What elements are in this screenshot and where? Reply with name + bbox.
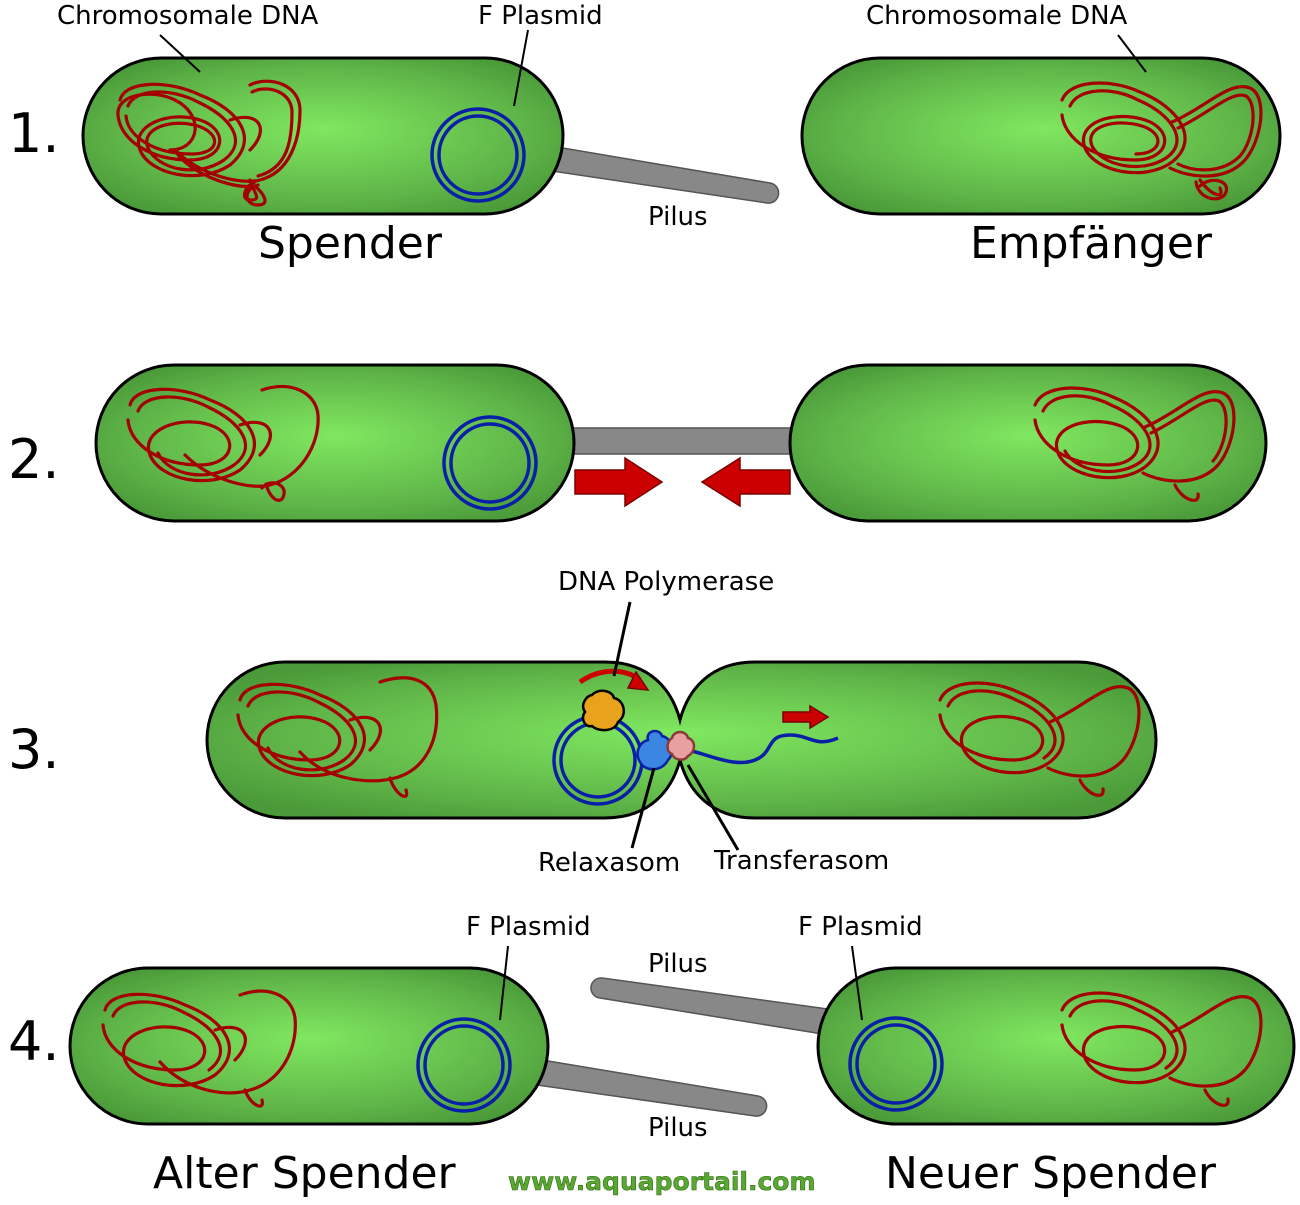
- label-f-plasmid-old-donor: F Plasmid: [466, 912, 591, 942]
- conjugating-cells-row3: [205, 660, 1158, 820]
- chromosomal-dna-donor-row1: [116, 79, 302, 207]
- row-1: 1.: [8, 1, 1282, 269]
- chromosomal-dna-donor-row2: [126, 384, 320, 502]
- leader-chrom-dna-left: [159, 34, 201, 73]
- dna-polymerase-enzyme: [581, 689, 626, 732]
- row-4: 4.: [8, 912, 1296, 1199]
- label-pilus-bottom-row4: Pilus: [648, 1113, 708, 1143]
- f-plasmid-donor-row1: [430, 107, 526, 203]
- label-f-plasmid-row1: F Plasmid: [478, 1, 603, 31]
- relaxasome-enzyme: [636, 729, 674, 771]
- transferasome-enzyme: [666, 730, 696, 761]
- row-number-1: 1.: [8, 102, 60, 165]
- chromosomal-dna-old-donor-row4: [101, 989, 297, 1108]
- row-3: 3.: [8, 567, 1158, 878]
- pilus-row2: [559, 427, 811, 455]
- leader-f-plasmid: [513, 29, 529, 107]
- chromosomal-dna-recipient-row1: [1060, 81, 1263, 201]
- label-dna-polymerase: DNA Polymerase: [558, 567, 774, 597]
- pilus-row1: [544, 144, 780, 204]
- chromosomal-dna-new-donor-row4: [1060, 991, 1263, 1107]
- label-new-donor: Neuer Spender: [885, 1148, 1217, 1199]
- label-pilus-top-row4: Pilus: [648, 949, 708, 979]
- leader-f-plasmid-old-donor: [499, 945, 509, 1021]
- leader-relaxasome: [630, 767, 656, 849]
- label-relaxasome: Relaxasom: [538, 848, 680, 878]
- label-recipient: Empfänger: [970, 218, 1213, 269]
- cell-body: [800, 56, 1282, 216]
- label-old-donor: Alter Spender: [153, 1148, 457, 1199]
- label-pilus-row1: Pilus: [648, 202, 708, 232]
- old-donor-cell-row4: [68, 966, 550, 1126]
- label-chromosomal-dna-left: Chromosomale DNA: [57, 1, 319, 31]
- label-chromosomal-dna-right: Chromosomale DNA: [866, 1, 1128, 31]
- recipient-cell-row1: [800, 56, 1282, 216]
- recipient-cell-row2: [788, 363, 1268, 523]
- transferred-single-strand-dna: [687, 733, 839, 765]
- pilus-new-donor-row4: [590, 977, 836, 1037]
- leader-f-plasmid-new-donor: [851, 945, 863, 1021]
- cell-body: [788, 363, 1268, 523]
- row-number-4: 4.: [8, 1010, 60, 1073]
- arrow-polymerase-direction: [578, 668, 650, 691]
- watermark-text: www.aquaportail.com: [508, 1167, 816, 1196]
- cell-body: [816, 966, 1296, 1126]
- row-2: 2.: [8, 363, 1268, 523]
- arrow-right-row2: [574, 456, 664, 508]
- donor-cell-row1: [81, 56, 565, 216]
- leader-dna-polymerase: [612, 601, 632, 677]
- pilus-old-donor-row4: [529, 1057, 768, 1117]
- chromosomal-dna-recipient-row2: [1033, 386, 1236, 502]
- row-number-2: 2.: [8, 428, 60, 491]
- new-donor-cell-row4: [816, 966, 1296, 1126]
- label-f-plasmid-new-donor: F Plasmid: [798, 912, 923, 942]
- label-donor: Spender: [258, 218, 443, 269]
- row-number-3: 3.: [8, 718, 60, 781]
- f-plasmid-old-donor-row4: [416, 1017, 512, 1113]
- leader-transferasome: [686, 764, 740, 851]
- arrow-transfer-direction: [782, 704, 830, 730]
- arrow-left-row2: [700, 456, 791, 508]
- chromosomal-dna-right-row3: [938, 681, 1141, 797]
- f-plasmid-donor-row2: [442, 415, 538, 511]
- donor-cell-row2: [94, 363, 576, 523]
- chromosomal-dna-left-row3: [236, 676, 439, 798]
- f-plasmid-new-donor-row4: [848, 1016, 944, 1112]
- leader-chrom-dna-right: [1117, 34, 1147, 73]
- label-transferasome: Transferasom: [713, 846, 889, 876]
